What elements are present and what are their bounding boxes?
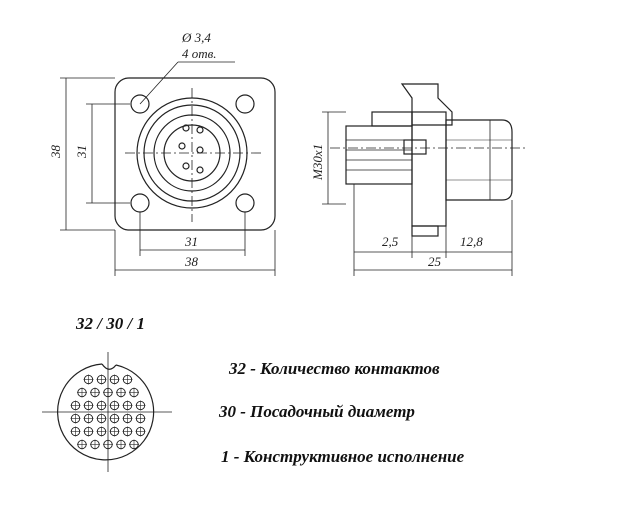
dim-side-thread: M30x1 [310, 144, 325, 181]
mount-hole-bottom-left [130, 193, 150, 213]
front-contact [182, 162, 190, 170]
hole-leader [139, 61, 179, 105]
side-flange-plate [411, 111, 447, 227]
insert-key [101, 363, 117, 370]
legend-label: Конструктивное исполнение [243, 447, 465, 466]
front-contact [182, 124, 190, 132]
front-flange-outline [114, 77, 276, 231]
insert-outline [57, 363, 155, 461]
legend-sep: - [240, 402, 246, 421]
designation-code: 32 / 30 / 1 [76, 314, 145, 333]
legend-sep: - [250, 359, 256, 378]
dim-front-height-inner: 31 [74, 145, 89, 159]
front-contact [178, 142, 186, 150]
contact-grid [70, 374, 146, 450]
legend-row-version: 1 - Конструктивное исполнение [221, 447, 464, 467]
legend-value: 30 [219, 402, 236, 421]
legend-label: Количество контактов [260, 359, 440, 378]
contact-layout [42, 352, 172, 472]
dim-front-width-outer: 38 [184, 254, 199, 269]
hole-count-label: 4 отв. [182, 46, 217, 61]
side-flange-top [400, 83, 453, 126]
side-insert [403, 139, 427, 155]
mount-hole-top-right [235, 94, 255, 114]
hole-diameter-label: Ø 3,4 [181, 30, 211, 45]
mount-hole-bottom-right [235, 193, 255, 213]
legend-row-contacts: 32 - Количество контактов [229, 359, 440, 379]
dim-side-total: 25 [428, 254, 442, 269]
front-contact [196, 166, 204, 174]
side-nut [371, 111, 413, 127]
side-thread-body [345, 125, 413, 185]
mount-hole-top-left [130, 94, 150, 114]
side-view [330, 83, 528, 237]
dim-front-height-outer: 38 [48, 145, 63, 160]
front-dimension-lines [60, 77, 276, 276]
legend-sep: - [233, 447, 240, 466]
side-flange-lip [411, 225, 439, 237]
legend-label: Посадочный диаметр [250, 402, 415, 421]
side-rear-body [445, 119, 513, 201]
side-dimension-lines [322, 111, 513, 276]
dim-front-width-inner: 31 [184, 234, 198, 249]
front-contact [196, 146, 204, 154]
legend-value: 1 [221, 447, 230, 466]
legend-row-diameter: 30 - Посадочный диаметр [219, 402, 415, 422]
front-contact [196, 126, 204, 134]
dim-side-flange: 2,5 [382, 234, 399, 249]
dim-side-body: 12,8 [460, 234, 483, 249]
front-view [114, 61, 276, 231]
legend-value: 32 [229, 359, 246, 378]
